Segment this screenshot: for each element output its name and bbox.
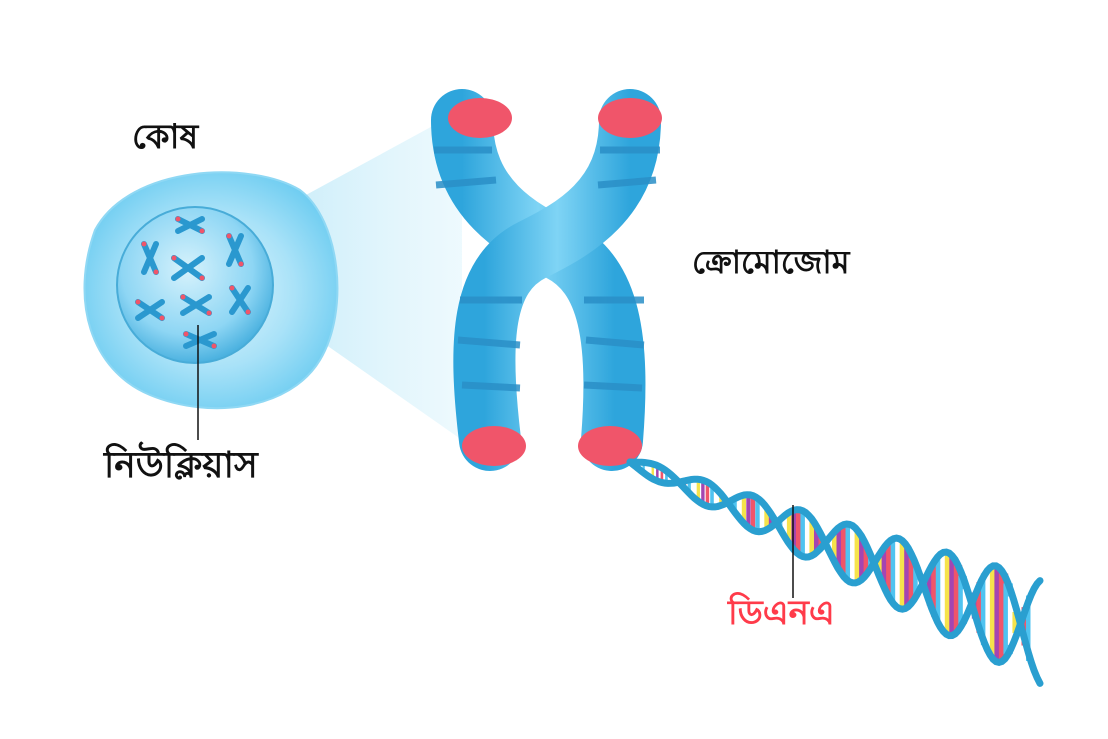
telomere-top-left [448,98,512,138]
dna-backbone-b [626,458,1044,667]
zoom-cone [260,110,462,440]
telomere-bottom-left [462,426,526,466]
dna-helix [626,458,1044,687]
chromosome [431,89,662,471]
chromosome-label: ক্রোমোজোম [692,243,850,281]
telomere-bottom-right [578,426,642,466]
nucleus-chromosomes [135,216,251,349]
chromosome-bands [434,146,660,392]
dna-label: ডিএনএ [728,593,835,633]
nucleus-label: নিউক্লিয়াস [104,445,258,486]
telomere-top-right [598,98,662,138]
cell-label: কোষ [132,117,199,157]
